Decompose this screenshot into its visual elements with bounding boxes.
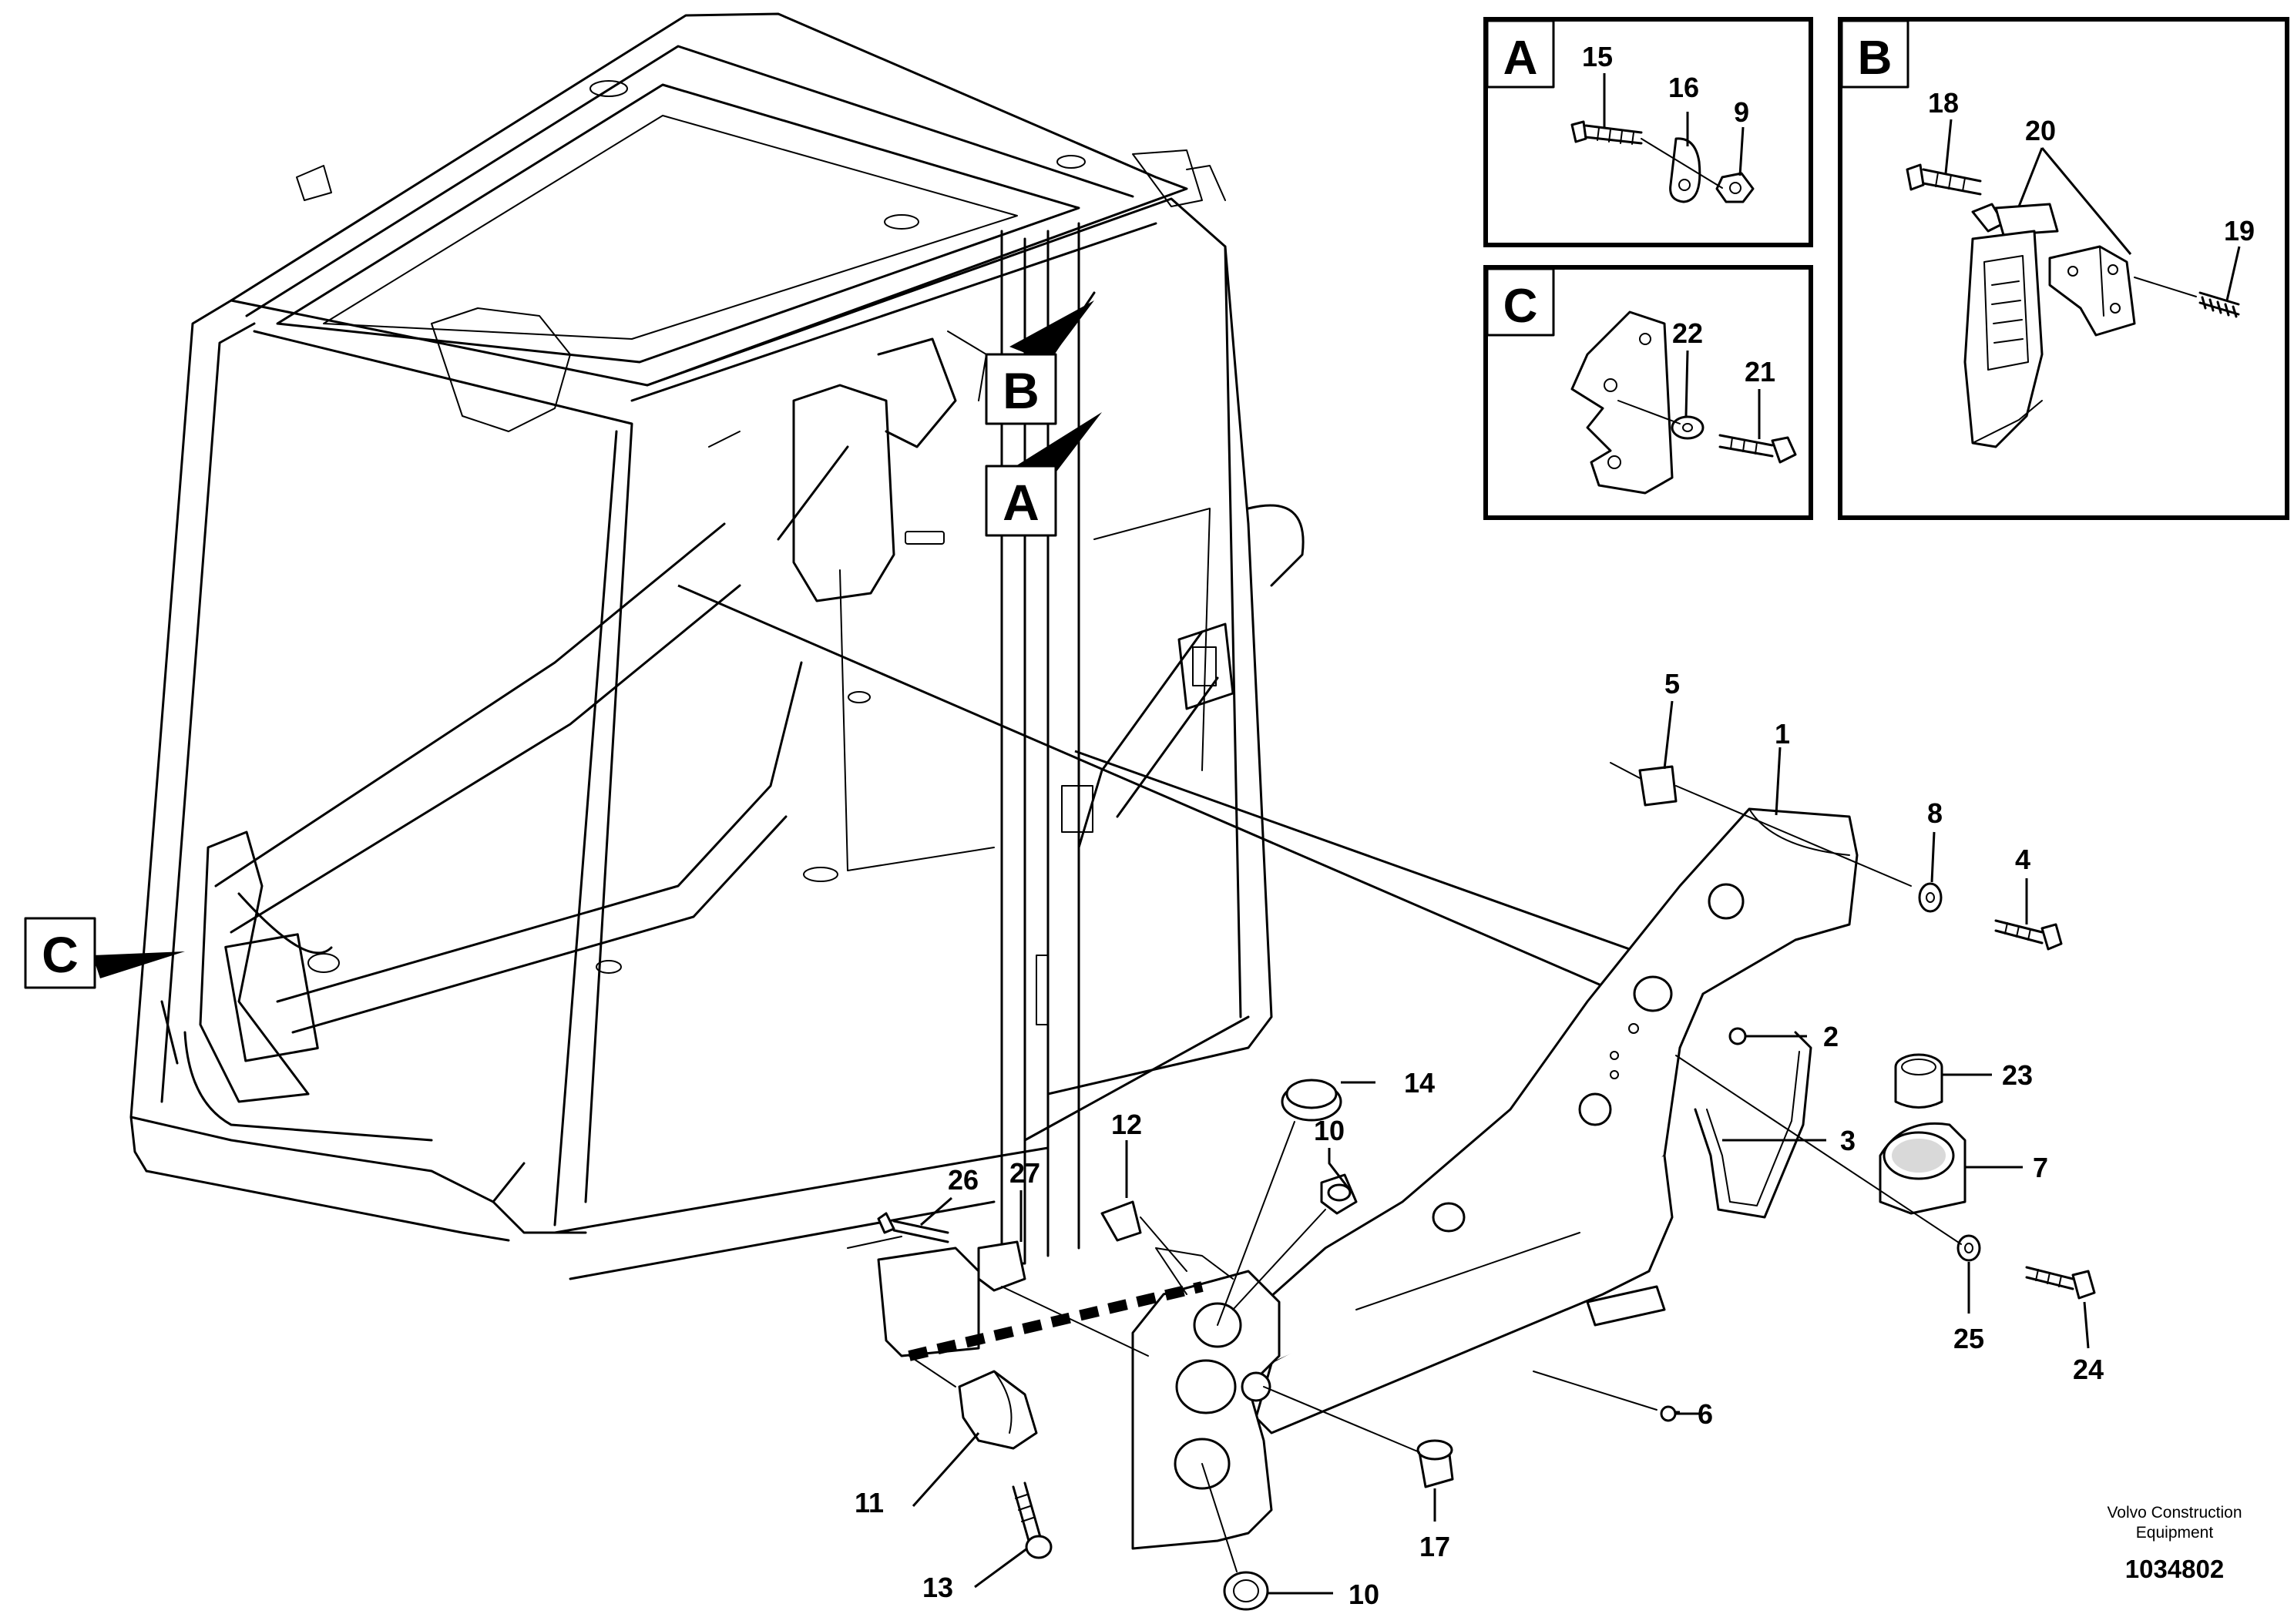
inset-a-letter: A: [1503, 32, 1538, 85]
callout-c-letter: C: [42, 926, 79, 983]
part-label-13: 13: [922, 1572, 953, 1603]
part-label-24: 24: [2073, 1354, 2104, 1385]
callout-b: B: [985, 291, 1096, 425]
inset-b-letter: B: [1858, 32, 1893, 85]
part-label-14: 14: [1404, 1067, 1435, 1099]
part-label-10-lower: 10: [1349, 1579, 1379, 1610]
inset-b-part-20: 20: [2025, 115, 2056, 146]
dashed-harness: [908, 1281, 1204, 1361]
inset-b-part-19: 19: [2224, 215, 2255, 247]
inset-b: B 18 20 19: [1838, 17, 2289, 520]
part-label-26: 26: [948, 1164, 979, 1196]
inset-a-part-15: 15: [1582, 41, 1613, 72]
inset-c: C 22 21: [1483, 265, 1813, 520]
inset-a-part-9: 9: [1734, 96, 1749, 128]
inset-c-part-21: 21: [1745, 356, 1775, 388]
part-label-2: 2: [1823, 1021, 1839, 1052]
part-label-6: 6: [1698, 1398, 1713, 1430]
callout-a: A: [985, 412, 1102, 537]
part-label-10-upper: 10: [1314, 1115, 1345, 1146]
part-label-7: 7: [2033, 1152, 2048, 1183]
part-label-3: 3: [1840, 1125, 1856, 1156]
leader-line-b: [1074, 750, 1723, 984]
footer: Volvo Construction Equipment 1034802: [2107, 1504, 2242, 1583]
part-labels: 1 2 3 4 5 6 7 8 10 10 11 12: [855, 668, 2104, 1610]
part-label-25: 25: [1953, 1323, 1984, 1354]
part-label-8: 8: [1927, 797, 1943, 829]
callout-b-letter: B: [1003, 362, 1040, 419]
leader-line-a: [677, 584, 1631, 999]
part-label-4: 4: [2015, 844, 2030, 875]
part-label-23: 23: [2002, 1059, 2033, 1091]
part-label-17: 17: [1419, 1531, 1450, 1562]
manufacturer-line-2: Equipment: [2136, 1524, 2214, 1542]
part-label-5: 5: [1664, 668, 1680, 700]
inset-b-part-18: 18: [1928, 87, 1959, 119]
part-label-11: 11: [855, 1487, 884, 1518]
inset-c-letter: C: [1503, 280, 1538, 333]
part-label-27: 27: [1009, 1157, 1040, 1189]
cab-frame: [129, 12, 1305, 1280]
inset-a-part-16: 16: [1668, 72, 1699, 103]
part-label-12: 12: [1111, 1109, 1142, 1140]
exploded-parts: [877, 762, 2096, 1611]
inset-a: A 15 16 9: [1483, 17, 1813, 247]
part-label-1: 1: [1775, 718, 1790, 750]
drawing-number: 1034802: [2125, 1555, 2224, 1583]
inset-c-part-22: 22: [1672, 317, 1703, 349]
manufacturer-line-1: Volvo Construction: [2107, 1504, 2242, 1522]
callout-a-letter: A: [1003, 474, 1040, 531]
callout-c: C: [24, 917, 185, 989]
